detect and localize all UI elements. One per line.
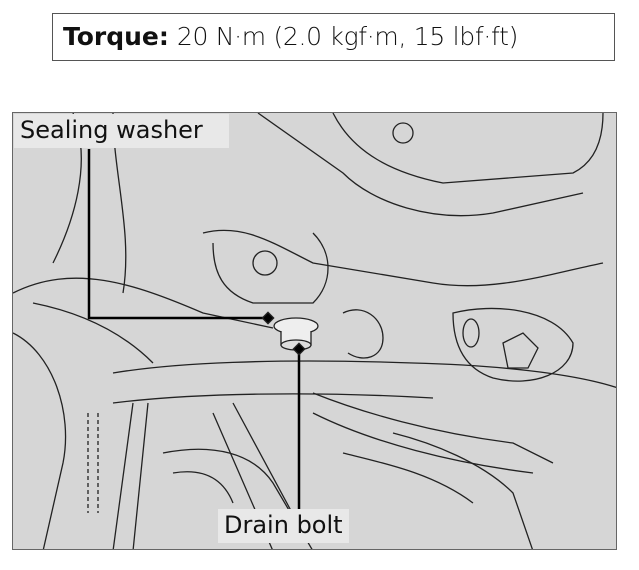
- torque-label: Torque:: [63, 22, 169, 51]
- torque-spec: Torque: 20 N·m (2.0 kgf·m, 15 lbf·ft): [52, 13, 615, 61]
- torque-value: 20 N·m (2.0 kgf·m, 15 lbf·ft): [176, 22, 519, 51]
- engine-underside-drawing: [13, 113, 616, 549]
- drain-bolt-illustration: Sealing washer Drain bolt: [12, 112, 617, 550]
- sealing-washer-callout: Sealing washer: [14, 114, 229, 148]
- drain-bolt-callout: Drain bolt: [218, 509, 349, 543]
